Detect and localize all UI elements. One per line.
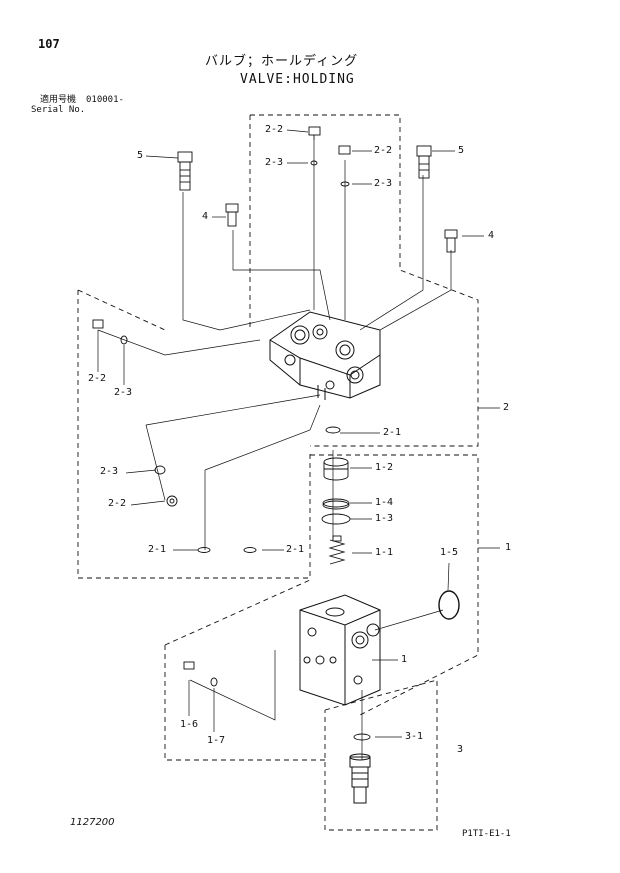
o-ring-1-3-icon — [321, 513, 351, 525]
page-code: P1TI-E1-1 — [462, 829, 511, 839]
callout-2-1-a: 2-1 — [148, 544, 167, 555]
callout-1-3: 1-3 — [375, 513, 394, 524]
plug-2-2-lower-icon — [166, 495, 178, 507]
serial-range: 010001- — [86, 95, 124, 105]
callout-3: 3 — [457, 744, 464, 755]
plug-2-2-top-icon — [308, 126, 321, 166]
callout-2: 2 — [503, 402, 510, 413]
serial-label-jp: 適用号機 — [40, 95, 77, 105]
callout-2-3-left: 2-3 — [114, 387, 133, 398]
o-ring-2-3-icon — [154, 465, 166, 475]
relief-cartridge-3-icon — [349, 753, 371, 804]
spring-1-1-icon — [328, 535, 346, 565]
plug-2-2-left-icon — [92, 319, 128, 345]
bolt-4-left-icon — [225, 203, 239, 227]
callout-1-6: 1-6 — [180, 719, 199, 730]
axis-guides — [97, 140, 452, 760]
page-number: 107 — [38, 37, 60, 51]
serial-label-en: Serial No. — [31, 105, 86, 115]
callout-2-2-right: 2-2 — [374, 145, 393, 156]
o-ring-3-1-icon — [353, 733, 371, 741]
callout-5-right: 5 — [458, 145, 465, 156]
plug-2-2-right-icon — [338, 145, 351, 187]
callout-1-5: 1-5 — [440, 547, 459, 558]
callout-4-left: 4 — [202, 211, 209, 222]
callout-2-3-top: 2-3 — [265, 157, 284, 168]
callout-2-2-left: 2-2 — [88, 373, 107, 384]
callout-2-2-low: 2-2 — [108, 498, 127, 509]
callout-3-1: 3-1 — [405, 731, 424, 742]
callout-1-2: 1-2 — [375, 462, 394, 473]
callout-2-2-top: 2-2 — [265, 124, 284, 135]
holding-valve-housing-2-icon — [269, 311, 381, 400]
valve-body-1-icon — [299, 594, 381, 706]
callout-4-right: 4 — [488, 230, 495, 241]
o-ring-2-1-b-icon — [243, 547, 257, 553]
o-ring-2-1-mid-icon — [325, 426, 341, 434]
bolt-4-right-icon — [444, 229, 458, 253]
plug-1-6-icon — [183, 661, 195, 670]
o-ring-1-7-icon — [210, 677, 218, 687]
bolt-5-right-icon — [416, 145, 432, 179]
drawing-number: 1127200 — [70, 817, 115, 828]
ring-1-4-icon — [322, 498, 350, 510]
o-ring-2-1-a-icon — [197, 547, 211, 553]
callout-1-body: 1 — [401, 654, 408, 665]
o-ring-1-5-icon — [438, 590, 460, 620]
callout-5-left: 5 — [137, 150, 144, 161]
leader-lines — [97, 129, 500, 738]
callout-2-3-low: 2-3 — [100, 466, 119, 477]
callout-2-1-b: 2-1 — [286, 544, 305, 555]
callout-1-7: 1-7 — [207, 735, 226, 746]
title-english: VALVE:HOLDING — [240, 72, 355, 87]
piston-1-2-icon — [323, 457, 349, 481]
bolt-5-left-icon — [177, 151, 193, 191]
group-1-outline — [164, 454, 479, 761]
callout-1-right: 1 — [505, 542, 512, 553]
callout-1-1: 1-1 — [375, 547, 394, 558]
callout-2-3-right: 2-3 — [374, 178, 393, 189]
callout-2-1-mid: 2-1 — [383, 427, 402, 438]
title-japanese: バルブ；ホールディング — [205, 54, 359, 69]
group-3-outline — [324, 679, 438, 831]
callout-1-4: 1-4 — [375, 497, 394, 508]
group-2-outline — [77, 114, 479, 579]
